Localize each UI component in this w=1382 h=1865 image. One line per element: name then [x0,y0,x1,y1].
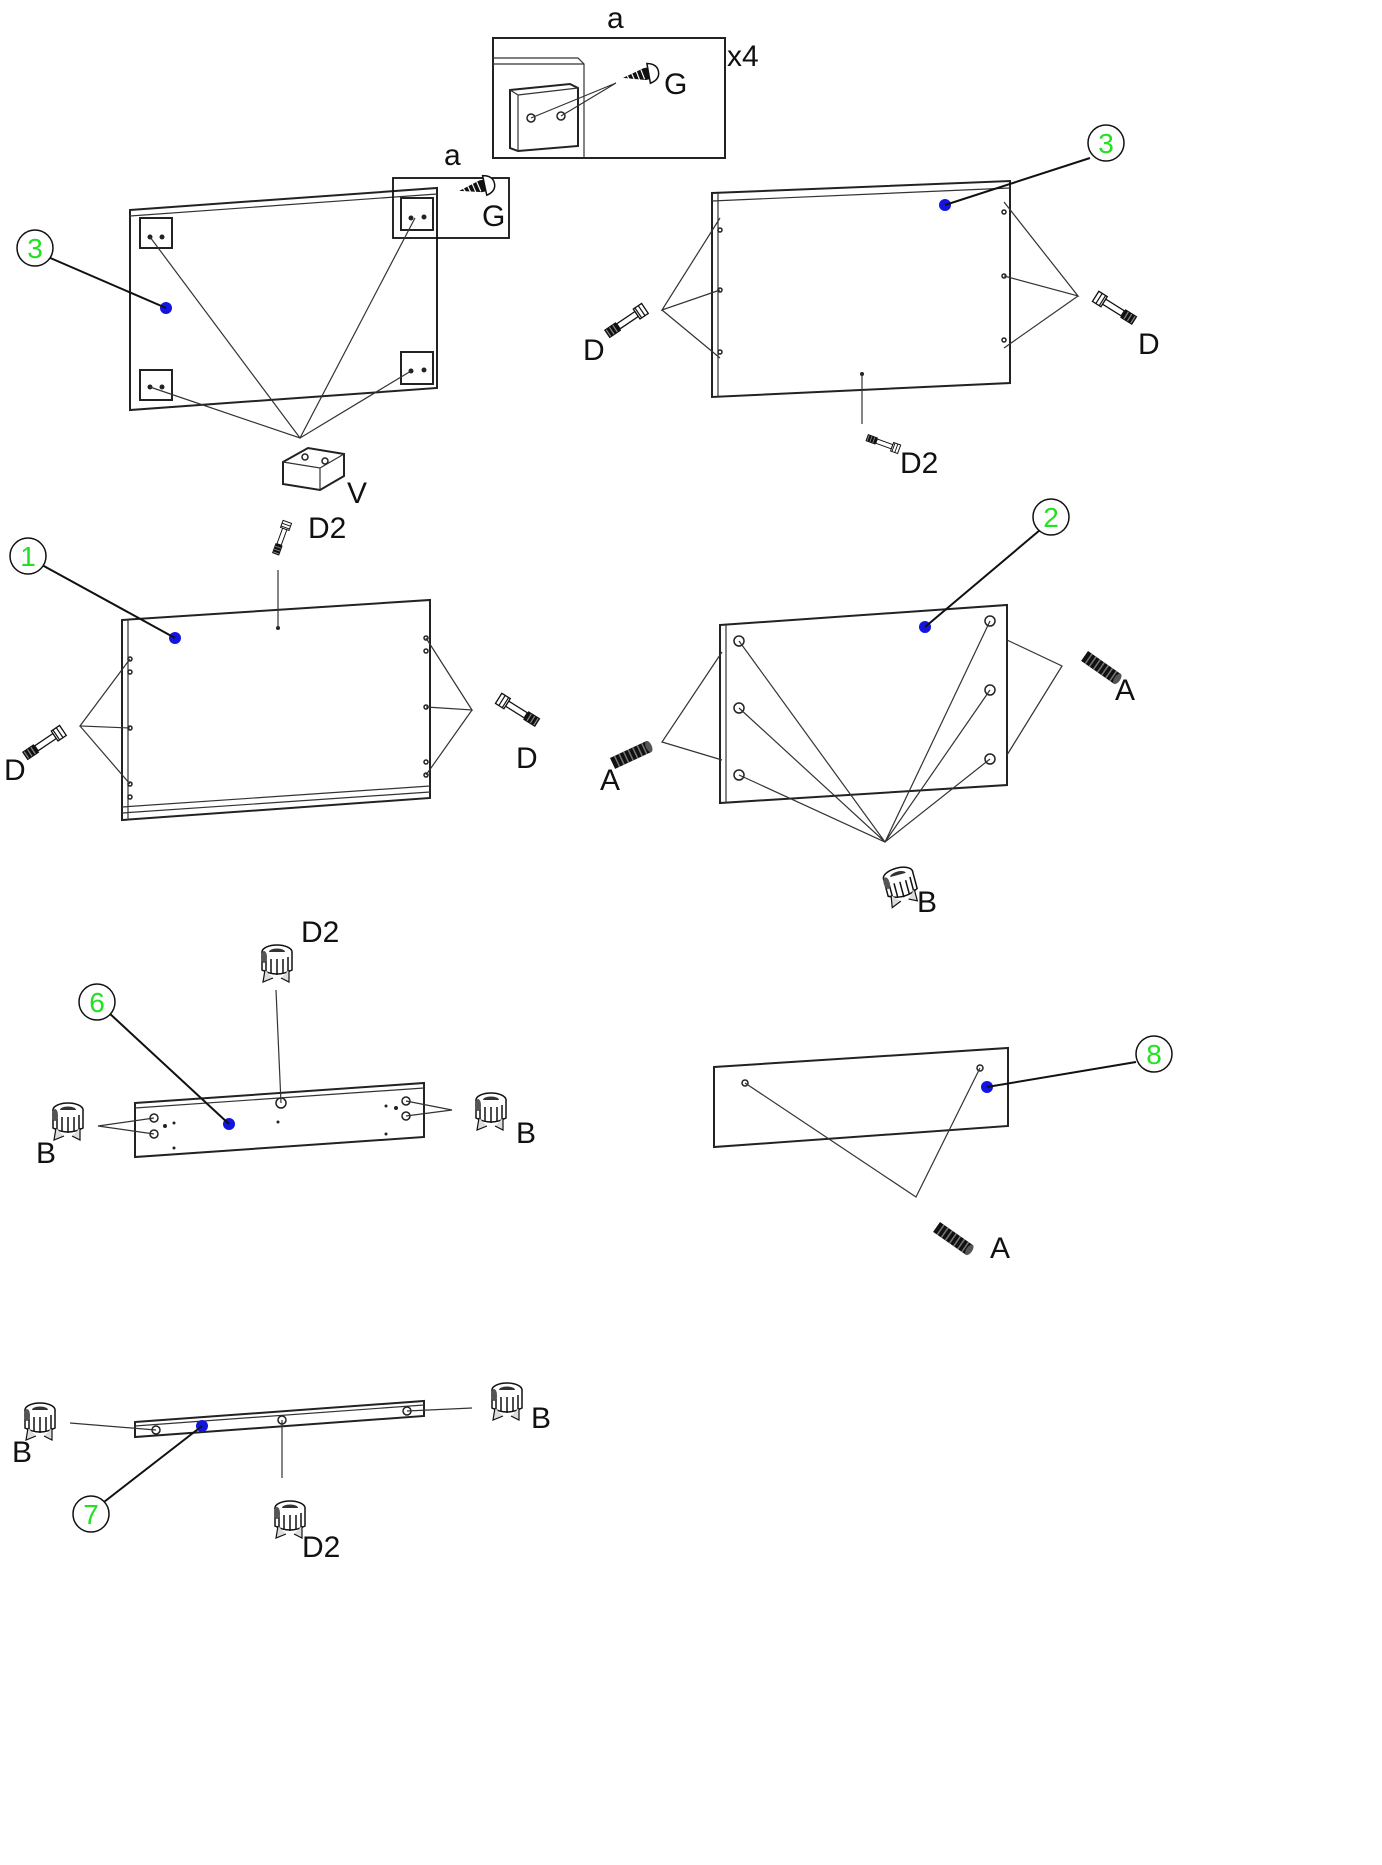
cam-lock-label: B [917,886,937,919]
panel-3-back: a G V 3 [16,139,510,510]
panel-6: D2 B B 6 [36,916,536,1170]
cam-lock-icon [879,863,922,909]
part-bubble [1032,498,1070,536]
cam-lock-label: B [516,1117,536,1150]
detail-a-label: a [444,139,461,172]
part-bubble [9,537,47,575]
screw-label: G [482,200,505,233]
part-number: 6 [89,987,105,1018]
cam-bolt-icon [20,724,67,762]
part-bubble [1135,1035,1173,1073]
wood-dowel-icon [932,1221,976,1258]
foot-block [139,369,173,401]
part-number: 2 [1043,502,1059,533]
dowel-label: A [990,1232,1010,1265]
part-bubble [1087,124,1125,162]
panel-3-front: D D D2 3 [583,124,1160,480]
part-number: 3 [1098,128,1114,159]
cam-lock-icon [51,1102,84,1141]
cam-bolt-icon [494,692,542,729]
part-number: 1 [20,541,36,572]
detail-a-label: a [607,2,624,35]
panel-8: A 8 [713,1035,1173,1265]
cam-bolt-icon [270,519,293,557]
screw-label: G [664,68,687,101]
part-bubble [72,1495,110,1533]
cam-lock-icon [260,944,293,983]
part-number: 7 [83,1499,99,1530]
dowel-label: A [1115,674,1135,707]
cam-lock-label: B [12,1436,32,1469]
cam-lock-label: D2 [301,916,339,949]
panel-7: B B D2 7 [12,1382,551,1564]
foot-block [400,351,434,385]
dowel-label: A [600,764,620,797]
block-label: V [347,477,367,510]
cam-bolt-label: D2 [900,447,938,480]
panel-1: D2 D D 1 [4,512,542,822]
part-number: 8 [1146,1039,1162,1070]
cam-bolt-icon [602,302,649,340]
part-bubble [16,229,54,267]
part-number: 3 [27,233,43,264]
cam-lock-icon [273,1500,306,1539]
cam-bolt-label: D2 [308,512,346,545]
cam-lock-label: B [36,1137,56,1170]
cam-lock-icon [490,1382,523,1421]
cam-lock-label: B [531,1402,551,1435]
cam-bolt-icon [864,432,902,455]
dowel-label: D [516,742,538,775]
block-icon [282,446,345,492]
part-bubble [78,983,116,1021]
detail-a-top: a x4 G [492,2,759,159]
dowel-label: D [4,754,26,787]
cam-lock-icon [23,1402,56,1441]
quantity-label: x4 [727,40,759,73]
cam-lock-label: D2 [302,1531,340,1564]
cam-lock-icon [474,1092,507,1131]
cam-bolt-icon [1091,290,1139,327]
dowel-label: D [1138,328,1160,361]
foot-block [139,217,173,249]
dowel-label: D [583,334,605,367]
panel-2: A A B 2 [600,498,1135,919]
detail-frame [392,177,510,239]
foot-block [400,197,434,231]
